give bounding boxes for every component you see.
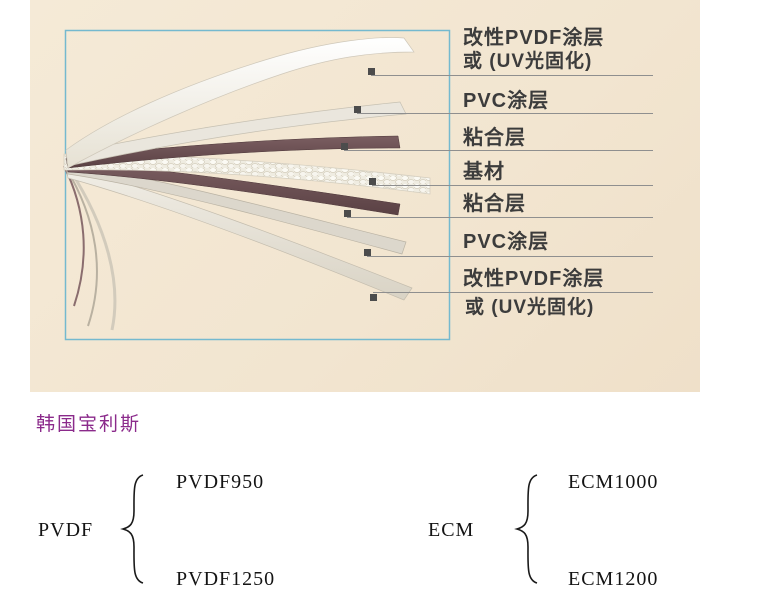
sheet-lower-adhesive (65, 161, 401, 216)
layer-marker (354, 106, 361, 113)
family-ecm-label: ECM (428, 519, 475, 541)
layer-label-text: 改性PVDF涂层 (463, 27, 605, 49)
sheet-upper-pvc (65, 101, 407, 167)
layer-label-bottom-pvdf: 改性PVDF涂层 (463, 267, 604, 291)
layer-label-text: PVC涂层 (463, 231, 550, 253)
brace-pvdf (120, 473, 150, 590)
sheet-base-fabric (63, 153, 431, 195)
layer-label-upper-adhesive: 粘合层 (463, 126, 526, 150)
item-pvdf950: PVDF950 (176, 471, 265, 493)
layer-label-lower-adhesive: 粘合层 (463, 192, 526, 216)
leader-line (372, 185, 653, 186)
layer-label-base: 基材 (463, 160, 505, 184)
leader-line (344, 150, 653, 151)
layer-marker (368, 68, 375, 75)
layer-label-text: 或 (UV光固化) (465, 297, 595, 318)
layer-label-text: PVC涂层 (463, 90, 550, 112)
layer-marker (370, 294, 377, 301)
sheet-top-pvdf (65, 37, 415, 169)
brand-name: 韩国宝利斯 (36, 414, 142, 435)
leader-line (367, 256, 653, 257)
sheet-bottom-pvdf (65, 165, 413, 301)
leader-line (357, 113, 653, 114)
layer-marker (364, 249, 371, 256)
leader-line (371, 75, 653, 76)
layer-label-text: 或 (UV光固化) (463, 51, 593, 72)
sheet-lower-pvc (65, 163, 407, 255)
layer-label-text: 粘合层 (463, 127, 526, 149)
layer-label-upper-pvc: PVC涂层 (463, 89, 549, 113)
item-ecm1000: ECM1000 (568, 471, 659, 493)
brace-ecm (514, 473, 544, 590)
leader-line (373, 292, 653, 293)
item-pvdf1250: PVDF1250 (176, 568, 276, 590)
layer-label-text: 改性PVDF涂层 (463, 268, 605, 290)
layer-label-lower-pvc: PVC涂层 (463, 230, 549, 254)
layer-diagram-graphic (63, 29, 451, 341)
diagram-panel (30, 0, 700, 392)
leader-line (347, 217, 653, 218)
layer-marker (341, 143, 348, 150)
item-ecm1200: ECM1200 (568, 568, 659, 590)
family-pvdf-label: PVDF (38, 519, 94, 541)
layer-marker (369, 178, 376, 185)
layer-marker (344, 210, 351, 217)
sheet-upper-adhesive (65, 135, 401, 169)
layer-label-text: 基材 (463, 161, 505, 183)
layer-label-bottom-pvdf-2: 或 (UV光固化) (465, 296, 594, 320)
layer-label-text: 粘合层 (463, 193, 526, 215)
layer-label-top-pvdf: 改性PVDF涂层 或 (UV光固化) (463, 26, 604, 74)
